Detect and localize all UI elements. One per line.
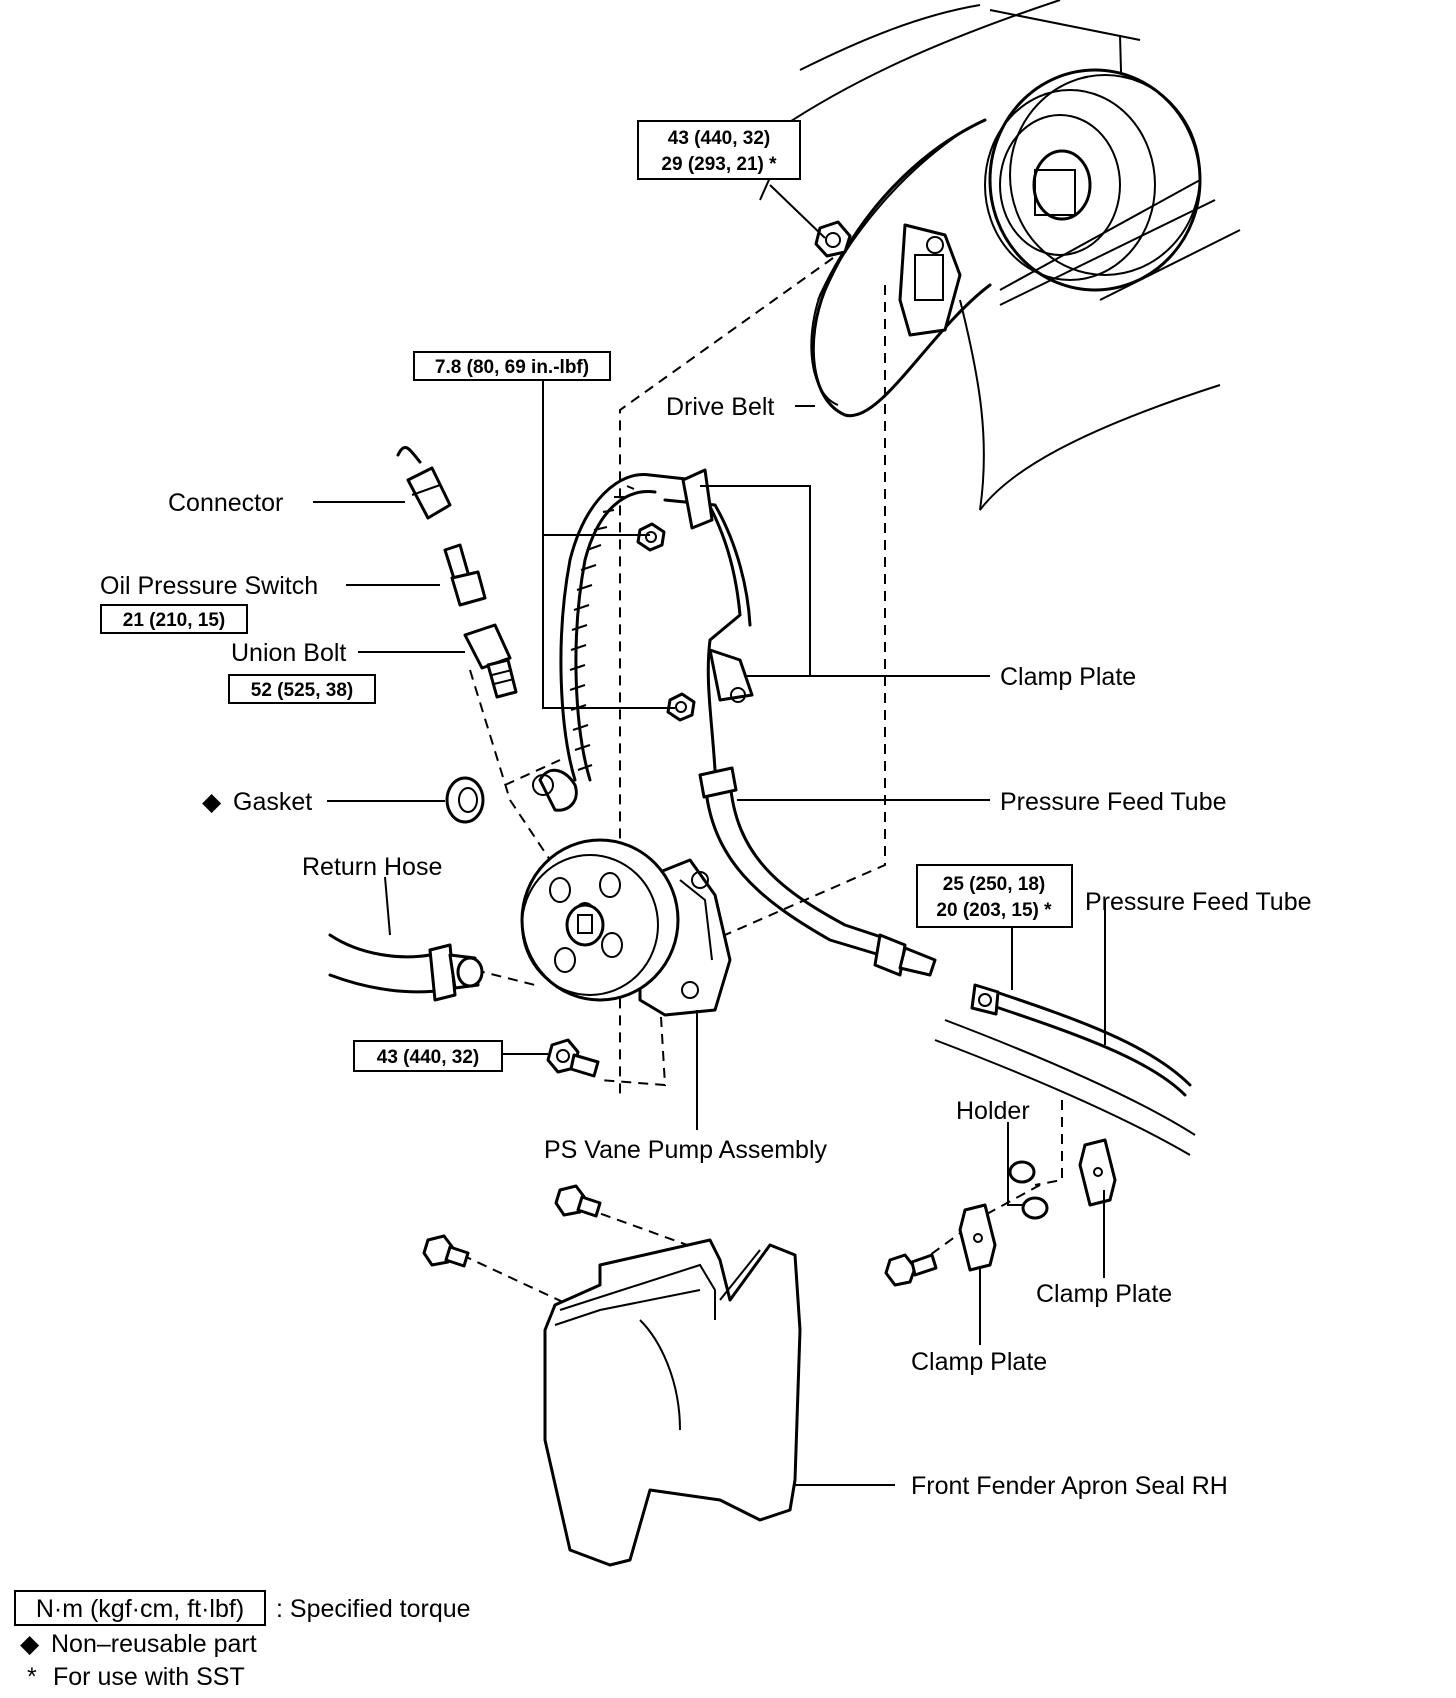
label-holder: Holder	[956, 1097, 1030, 1125]
label-pressure-feed-tube-1: Pressure Feed Tube	[1000, 788, 1227, 816]
clamp-plate-lower-part	[958, 1203, 997, 1272]
label-clamp-plate-right: Clamp Plate	[1036, 1280, 1172, 1308]
label-drive-belt: Drive Belt	[666, 393, 774, 421]
torque-box-tube-nut	[916, 864, 1073, 928]
holder-parts	[1008, 1160, 1049, 1220]
torque-clamp-bolts: 7.8 (80, 69 in.-lbf)	[435, 357, 589, 378]
clamp-screw-lower	[884, 1253, 938, 1287]
torque-tube-nut-line2: 20 (203, 15) *	[936, 900, 1052, 921]
label-oil-pressure-switch: Oil Pressure Switch	[100, 572, 318, 600]
legend-unit-text: N·m (kgf·cm, ft·lbf)	[36, 1595, 244, 1623]
legend-unit-desc: : Specified torque	[276, 1595, 471, 1623]
clamp-plate-right-part	[1078, 1138, 1117, 1207]
torque-oil-pressure-switch: 21 (210, 15)	[123, 610, 225, 631]
legend-sst: For use with SST	[53, 1663, 245, 1691]
front-fender-apron-seal-part	[543, 1238, 802, 1567]
apron-seal-screws	[422, 1184, 602, 1268]
label-ps-vane-pump-assembly: PS Vane Pump Assembly	[544, 1136, 828, 1164]
legend-non-reusable: Non–reusable part	[51, 1630, 257, 1658]
pressure-hose-coiled	[532, 472, 657, 812]
legend: N·m (kgf·cm, ft·lbf) : Specified torque …	[14, 1590, 471, 1691]
ps-vane-pump-part	[520, 838, 732, 1017]
label-connector: Connector	[168, 489, 283, 517]
clamp-nuts	[636, 522, 696, 722]
label-clamp-plate-upper: Clamp Plate	[1000, 663, 1136, 691]
connector-part	[396, 446, 452, 520]
torque-box-clamp-bolts	[413, 351, 611, 381]
torque-pump-bolt: 43 (440, 32)	[377, 1047, 479, 1068]
crankshaft-pulley	[984, 68, 1202, 292]
legend-diamond-mark: ◆	[20, 1630, 40, 1658]
gasket-diamond-mark: ◆	[202, 788, 222, 816]
label-union-bolt: Union Bolt	[231, 639, 346, 667]
drive-belt-loop	[810, 118, 1216, 418]
torque-box-union-bolt	[228, 674, 376, 704]
torque-tube-nut-line1: 25 (250, 18)	[943, 874, 1045, 895]
gasket-part	[445, 776, 485, 824]
pump-bracket	[898, 223, 962, 337]
leader-lines	[313, 184, 1106, 1486]
bracket-bolt-top	[814, 220, 852, 258]
torque-pump-bracket-line2: 29 (293, 21) *	[661, 154, 777, 175]
return-hose-part	[328, 933, 484, 1002]
torque-union-bolt: 52 (525, 38)	[251, 680, 353, 701]
pressure-feed-tube-line	[648, 468, 937, 977]
union-bolt-part	[463, 623, 518, 699]
label-return-hose: Return Hose	[302, 853, 442, 881]
legend-asterisk-mark: *	[27, 1663, 37, 1691]
oil-pressure-switch-part	[443, 543, 487, 607]
torque-box-oil-pressure-switch	[100, 604, 248, 634]
engine-block-outline	[759, 0, 1241, 511]
fender-tube	[934, 983, 1196, 1156]
torque-pump-bracket-line1: 43 (440, 32)	[668, 128, 770, 149]
torque-box-pump-bolt	[353, 1040, 503, 1072]
legend-unit-box	[14, 1590, 266, 1626]
pump-bolt-part	[546, 1038, 600, 1078]
label-front-fender-apron-seal: Front Fender Apron Seal RH	[911, 1472, 1228, 1500]
label-pressure-feed-tube-2: Pressure Feed Tube	[1085, 888, 1312, 916]
label-gasket: Gasket	[233, 788, 312, 816]
torque-box-pump-bracket	[637, 120, 801, 180]
label-clamp-plate-lower: Clamp Plate	[911, 1348, 1047, 1376]
